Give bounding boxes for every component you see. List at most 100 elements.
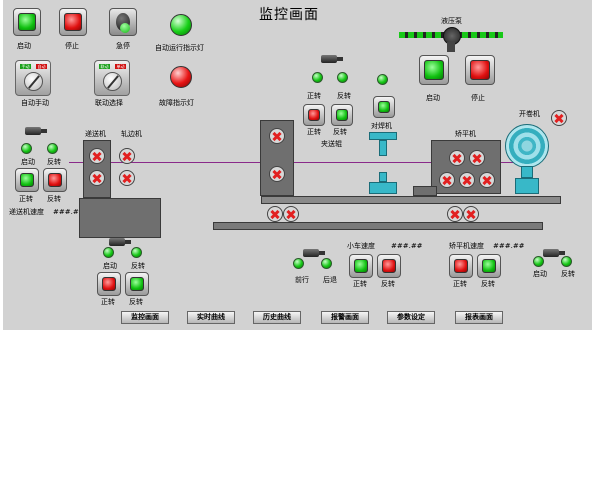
uncoiler-roller-icon <box>551 110 567 126</box>
nav-monitor[interactable]: 监控画面 <box>121 311 169 324</box>
feeder-reverse-label: 反转 <box>47 158 61 166</box>
selector-dial-icon <box>103 72 122 91</box>
linkage-selector[interactable]: 联动 单动 <box>94 60 130 96</box>
feeder-speed-label: 递送机速度 <box>9 208 44 216</box>
clamp-reverse-top-label: 反转 <box>337 92 351 100</box>
leveler-forward-button[interactable] <box>449 254 473 278</box>
wheel-icon <box>447 206 463 222</box>
clamp-reverse-button[interactable] <box>331 104 353 126</box>
leveler-speed-value: ###.## <box>493 242 525 250</box>
roller-icon <box>449 150 465 166</box>
start-label: 启动 <box>17 42 31 50</box>
wheel-icon <box>283 206 299 222</box>
hydraulic-start-button[interactable] <box>419 55 449 85</box>
feeder-reverse-btn-label: 反转 <box>47 195 61 203</box>
hydraulic-stop-label: 停止 <box>471 94 485 102</box>
lower-rail <box>213 222 543 230</box>
roller-icon <box>119 170 135 186</box>
emergency-stop-button[interactable] <box>109 8 137 36</box>
auto-run-lamp-label: 自动运行指示灯 <box>155 44 204 52</box>
cart-reverse-button[interactable] <box>377 254 401 278</box>
feeder-bottom-reverse-label: 反转 <box>131 262 145 270</box>
main-rail <box>261 196 561 204</box>
hydraulic-stop-button[interactable] <box>465 55 495 85</box>
feeder-machine-label: 递送机 <box>85 130 106 138</box>
cart-forward-indicator <box>293 258 304 269</box>
leveler-reverse-label: 反转 <box>481 280 495 288</box>
cart-back-label: 后退 <box>323 276 337 284</box>
uncoiler-motor-icon <box>543 248 565 258</box>
start-button[interactable] <box>13 8 41 36</box>
wheel-icon <box>463 206 479 222</box>
hmi-panel: 监控画面 启动 停止 急停 自动运行指示灯 手动 自动 自动手动 联动 单动 联… <box>3 0 592 330</box>
auto-run-lamp <box>170 14 192 36</box>
welder-label: 对焊机 <box>371 122 392 130</box>
fault-lamp <box>170 66 192 88</box>
nav-alarm[interactable]: 报警画面 <box>321 311 369 324</box>
clamp-label: 夹送辊 <box>321 140 342 148</box>
cart-reverse-btn-label: 反转 <box>381 280 395 288</box>
estop-label: 急停 <box>116 42 130 50</box>
auto-manual-label: 自动手动 <box>21 99 49 107</box>
leveler-feed-block <box>413 186 437 196</box>
feeder-bottom-start-label: 启动 <box>103 262 117 270</box>
nav-report[interactable]: 报表画面 <box>455 311 503 324</box>
cart-motor-icon <box>303 248 325 258</box>
feeder-bottom-reverse-indicator <box>131 247 142 258</box>
linkage-label: 联动选择 <box>95 99 123 107</box>
clamp-forward-top-label: 正转 <box>307 92 321 100</box>
roller-icon <box>119 148 135 164</box>
auto-manual-selector[interactable]: 手动 自动 <box>15 60 51 96</box>
roller-icon <box>459 172 475 188</box>
feeder-bottom-reverse2-label: 反转 <box>129 298 143 306</box>
feeder-bottom-reverse-button[interactable] <box>125 272 149 296</box>
feeder-bottom-start-indicator <box>103 247 114 258</box>
feeder-forward-button[interactable] <box>15 168 39 192</box>
fault-lamp-label: 故障指示灯 <box>159 99 194 107</box>
feeder-motor-icon <box>25 126 47 136</box>
page-title: 监控画面 <box>259 7 319 23</box>
uncoiler-reverse-indicator <box>561 256 572 267</box>
uncoiler-start-label: 启动 <box>533 270 547 278</box>
welder-base <box>369 182 397 194</box>
clamp-motor-icon <box>321 54 343 64</box>
cart-speed-label: 小车速度 <box>347 242 375 250</box>
uncoiler-coil-icon <box>505 124 549 168</box>
feeder-speed-value: ###.## <box>53 208 85 216</box>
feeder-bottom-forward-label: 正转 <box>101 298 115 306</box>
clamp-forward-button[interactable] <box>303 104 325 126</box>
uncoiler-base <box>515 178 539 194</box>
leveler-forward-label: 正转 <box>453 280 467 288</box>
roller-icon <box>269 128 285 144</box>
clamp-forward-indicator <box>312 72 323 83</box>
leveler-speed-label: 矫平机速度 <box>449 242 484 250</box>
uncoiler-start-indicator <box>533 256 544 267</box>
hydraulic-start-label: 启动 <box>426 94 440 102</box>
cart-forward-button[interactable] <box>349 254 373 278</box>
feeder-bottom-forward-button[interactable] <box>97 272 121 296</box>
uncoiler-reverse-label: 反转 <box>561 270 575 278</box>
roller-icon <box>89 170 105 186</box>
edger-label: 轧边机 <box>121 130 142 138</box>
selector-dial-icon <box>24 72 43 91</box>
cart-speed-value: ###.## <box>391 242 423 250</box>
nav-parameters[interactable]: 参数设定 <box>387 311 435 324</box>
hydraulic-label: 液压泵 <box>441 17 462 25</box>
feeder-bottom-motor-icon <box>109 237 131 247</box>
clamp-reverse-indicator <box>337 72 348 83</box>
uncoiler-label: 开卷机 <box>519 110 540 118</box>
roller-icon <box>89 148 105 164</box>
strip-line <box>69 162 539 163</box>
feeder-start-indicator <box>21 143 32 154</box>
feeder-reverse-button[interactable] <box>43 168 67 192</box>
stop-button[interactable] <box>59 8 87 36</box>
roller-icon <box>439 172 455 188</box>
nav-history-curve[interactable]: 历史曲线 <box>253 311 301 324</box>
clamp-forward-label: 正转 <box>307 128 321 136</box>
roller-icon <box>469 150 485 166</box>
welder-head <box>369 132 397 140</box>
nav-realtime-curve[interactable]: 实时曲线 <box>187 311 235 324</box>
welder-button[interactable] <box>373 96 395 118</box>
leveler-reverse-button[interactable] <box>477 254 501 278</box>
feeder-forward-label: 正转 <box>19 195 33 203</box>
